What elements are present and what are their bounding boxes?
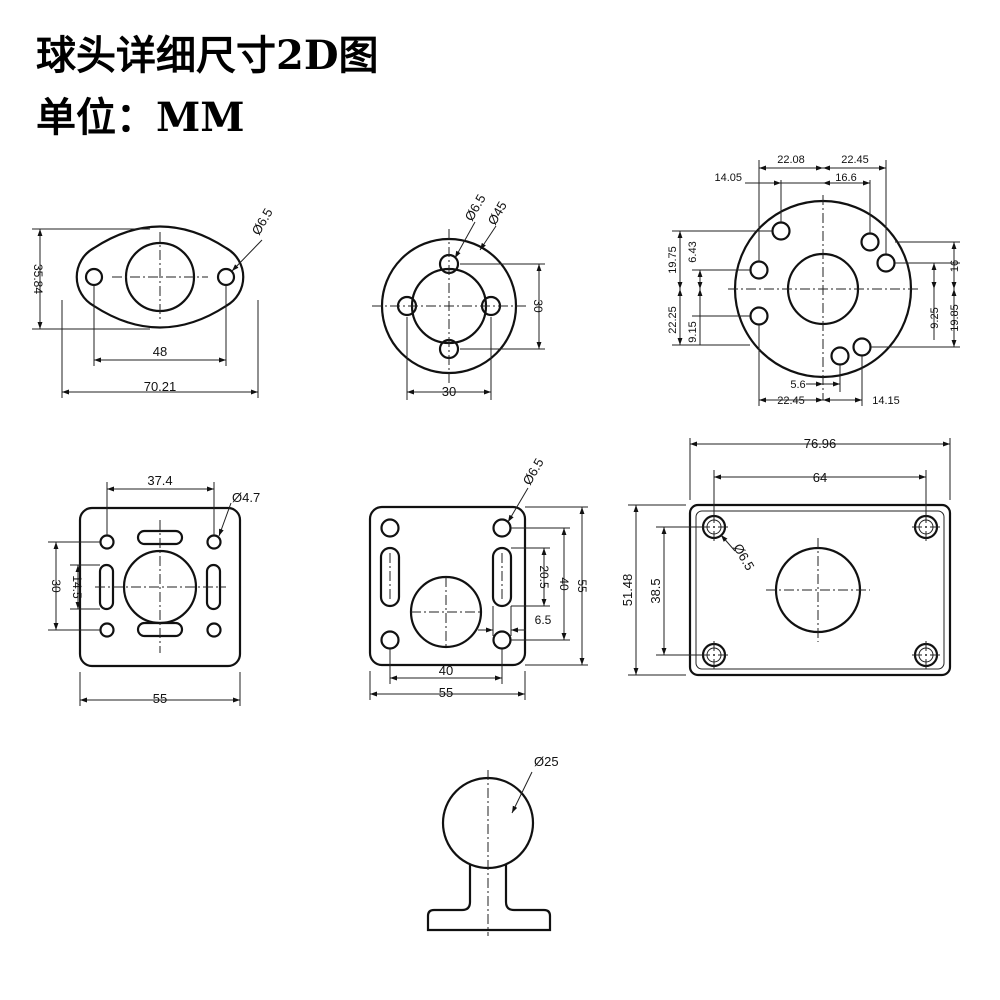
dim-hole-diameter: Ø6.5	[249, 206, 276, 238]
slot-plate-drawing: 37.4 Ø4.7 30 14.5 55	[48, 473, 260, 706]
dim-vertical-spacing: 38.5	[648, 578, 663, 603]
circle-pattern-drawing: 22.08 22.45 14.05 16.6 19.75 6.43 22.25 …	[667, 154, 961, 407]
dim-top-right: 22.45	[841, 154, 869, 166]
dim-left-bottom: 9.15	[687, 321, 699, 342]
hole-top-left	[99, 534, 115, 550]
dim-right-top: 16	[949, 260, 961, 272]
diamond-base-drawing: 48 70.21 35.84 Ø6.5	[31, 206, 276, 398]
dim-hole-spacing: 64	[813, 470, 827, 485]
dim-hole-diameter: Ø4.7	[232, 490, 260, 505]
dim-upper-left: 14.05	[714, 172, 742, 184]
dim-slot-length: 20.5	[537, 565, 551, 589]
hole-6	[852, 337, 872, 357]
plate-outline	[688, 503, 952, 677]
dim-hole-spacing: 48	[153, 344, 167, 359]
dim-width: 55	[439, 685, 453, 700]
dim-bottom-left: 22.45	[777, 395, 805, 407]
dim-hole-diameter: Ø6.5	[520, 456, 547, 488]
hole-top-right	[492, 518, 512, 538]
dim-width: 55	[153, 691, 167, 706]
hole-4	[860, 232, 880, 252]
dim-right-lower: 19.85	[949, 304, 961, 332]
dim-bottom-small: 5.6	[790, 379, 805, 391]
dim-horizontal-spacing: 30	[442, 384, 456, 399]
dim-vertical-spacing: 30	[49, 579, 63, 593]
slot-right	[491, 546, 513, 608]
dim-ball-diameter: Ø25	[534, 754, 559, 769]
dim-slot-height: 14.5	[70, 575, 84, 599]
hole-2	[749, 260, 769, 280]
slot-left	[379, 546, 401, 608]
dim-slot-width: 6.5	[535, 613, 552, 627]
dim-hole-diameter: Ø6.5	[730, 541, 757, 573]
square-plate-drawing: Ø6.5 20.5 40 55 6.5 40 55	[368, 456, 589, 700]
dim-height: 51.48	[620, 574, 635, 607]
ball-side-view-drawing: Ø25	[426, 754, 559, 936]
plate-outline	[368, 505, 527, 667]
rect-plate-drawing: 76.96 64 51.48 38.5 Ø6.5	[620, 436, 952, 677]
hole-7	[830, 346, 850, 366]
dim-overall-width: 70.21	[144, 379, 177, 394]
dim-top-spacing: 37.4	[147, 473, 172, 488]
dim-top-left: 22.08	[777, 154, 805, 166]
dim-width: 76.96	[804, 436, 837, 451]
dim-bottom-right: 14.15	[872, 395, 900, 407]
hole-bottom-left	[99, 622, 115, 638]
mounting-hole-right	[216, 267, 236, 287]
hole-top-right	[206, 534, 222, 550]
hole-3	[749, 306, 769, 326]
dim-height: 55	[575, 579, 589, 593]
dim-vertical-spacing: 40	[557, 577, 571, 591]
hole-bottom-right	[206, 622, 222, 638]
unit-label: 单位：MM	[36, 94, 245, 141]
mounting-hole-left	[84, 267, 104, 287]
hole-top-left	[380, 518, 400, 538]
hole-1	[771, 221, 791, 241]
hole-bottom-right	[492, 630, 512, 650]
stem-and-base	[426, 865, 552, 932]
dim-hole-spacing: 40	[439, 663, 453, 678]
dim-upper-right: 16.6	[835, 172, 856, 184]
dim-left-lower: 22.25	[667, 306, 679, 334]
dim-outer-diameter: Ø45	[485, 199, 510, 228]
hole-5	[876, 253, 896, 273]
dim-height: 35.84	[31, 264, 45, 294]
hole-bottom-left	[380, 630, 400, 650]
dim-right-inner: 9.25	[929, 307, 941, 328]
round-base-drawing: 30 30 Ø6.5 Ø45	[372, 192, 545, 400]
dim-left-top: 19.75	[667, 246, 679, 274]
dim-vertical-spacing: 30	[531, 299, 545, 313]
dim-left-inner: 6.43	[687, 241, 699, 262]
page-title: 球头详细尺寸2D图	[36, 32, 379, 79]
